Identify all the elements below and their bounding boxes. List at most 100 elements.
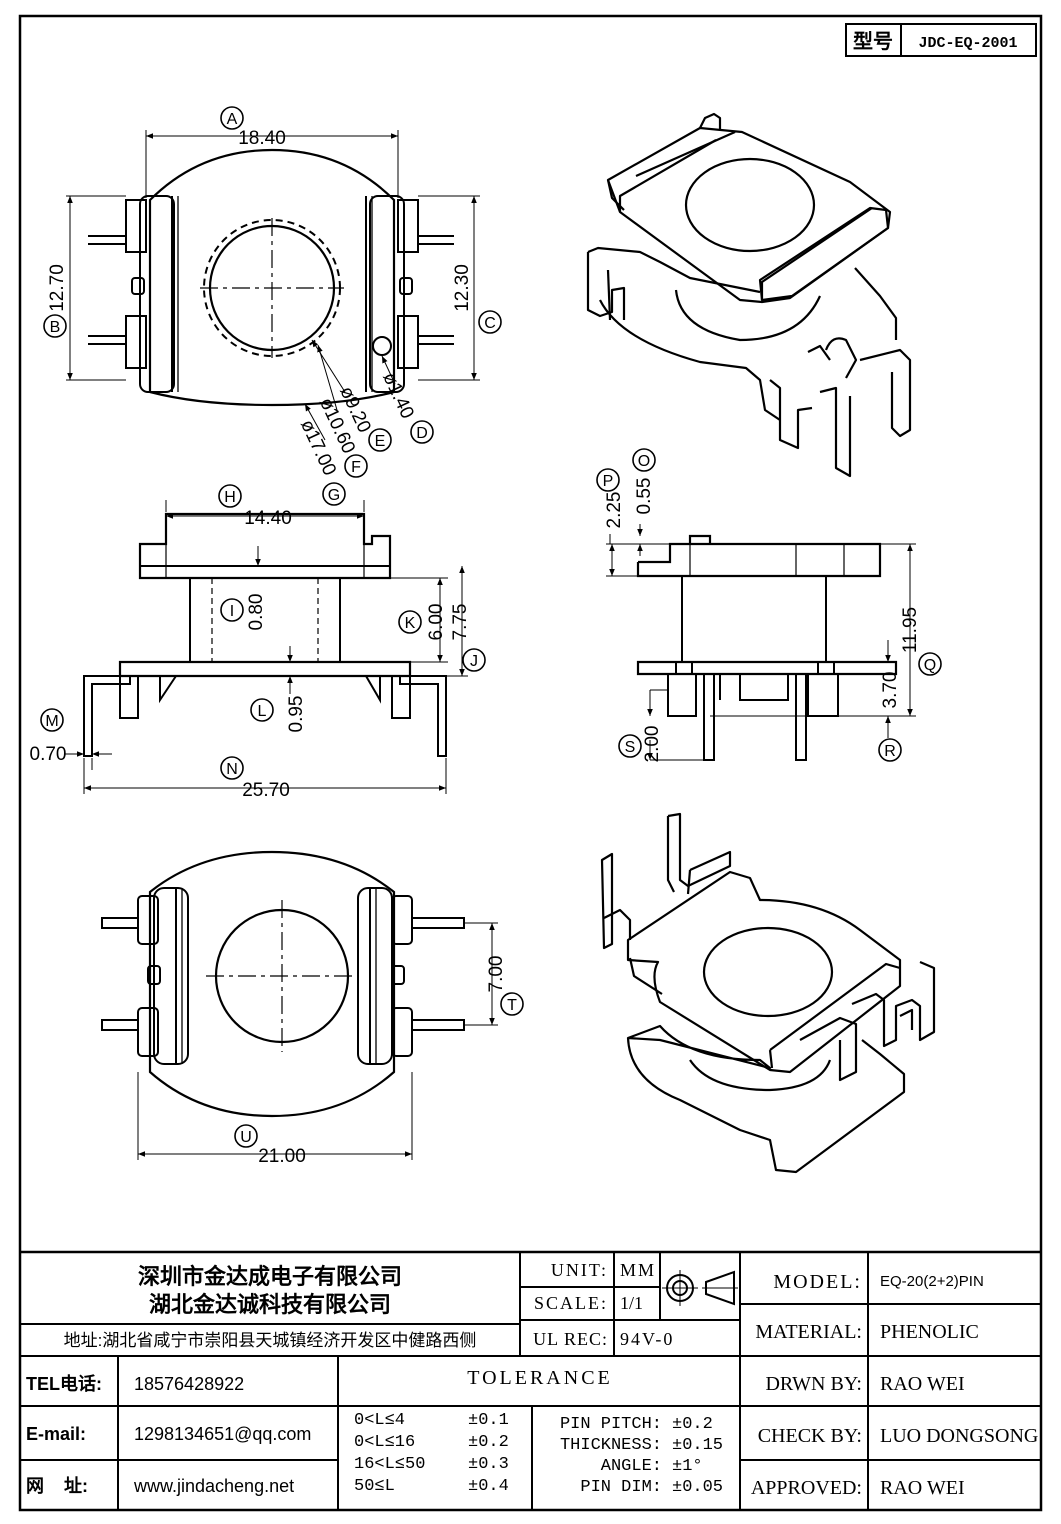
email-label: E-mail: (26, 1424, 86, 1444)
side-view-balloons: P O Q R S (596, 448, 942, 762)
dim-n-value: 25.70 (242, 780, 290, 801)
approved-value: RAO WEI (880, 1477, 965, 1499)
front-view-balloons: H I K J L M N (40, 484, 486, 780)
tolerance-range-value: ±0.2 (468, 1433, 509, 1452)
side-view (606, 524, 916, 761)
material-value: PHENOLIC (880, 1321, 979, 1343)
tel-value: 18576428922 (134, 1374, 244, 1394)
model-label: MODEL: (773, 1271, 862, 1293)
drawn-label: DRWN BY: (765, 1373, 862, 1395)
part-number-label: 型号 (853, 30, 893, 53)
tolerance-item-value: ±0.05 (672, 1478, 723, 1497)
side-view-labels: 2.25 0.55 11.95 3.70 2.00 (604, 478, 921, 763)
model-value: EQ-20(2+2)PIN (880, 1273, 984, 1290)
svg-text:R: R (884, 743, 896, 760)
drawn-value: RAO WEI (880, 1373, 965, 1395)
dim-a-value: 18.40 (238, 128, 286, 149)
top-view-balloons: A B C D E F G (43, 106, 502, 506)
part-number-box: 型号 JDC-EQ-2001 (845, 23, 1037, 57)
tolerance-item-label: PIN PITCH: (560, 1415, 662, 1434)
dim-i-value: 0.80 (246, 594, 267, 631)
bottom-view-balloons: T U (234, 992, 524, 1148)
tolerance-range-value: ±0.3 (468, 1455, 509, 1474)
tolerance-range: 0<L≤4 (354, 1411, 405, 1430)
approved-label: APPROVED: (751, 1477, 862, 1499)
tolerance-range: 16<L≤50 (354, 1455, 425, 1474)
part-number-value: JDC-EQ-2001 (918, 35, 1017, 52)
dim-q-value: 11.95 (900, 607, 921, 653)
svg-text:M: M (45, 713, 58, 730)
dim-s-value: 2.00 (642, 726, 663, 763)
dim-b-value: 12.70 (47, 264, 68, 312)
svg-text:D: D (416, 425, 428, 442)
title-block-text: 深圳市金达成电子有限公司 湖北金达诚科技有限公司 地址:湖北省咸宁市崇阳县天城镇… (26, 1260, 1038, 1499)
tel-label: TEL电话: (26, 1373, 102, 1394)
svg-text:H: H (224, 489, 236, 506)
svg-text:B: B (50, 319, 61, 336)
svg-text:G: G (328, 487, 340, 504)
tolerance-item-label: ANGLE: (601, 1457, 662, 1476)
svg-text:Q: Q (924, 657, 936, 674)
dim-d-value: ø1.40 (378, 369, 418, 422)
tolerance-item-label: PIN DIM: (580, 1478, 662, 1497)
tolerance-range-value: ±0.1 (468, 1411, 509, 1430)
dim-l-value: 0.95 (286, 696, 307, 733)
dim-c-value: 12.30 (452, 264, 473, 312)
svg-text:L: L (258, 703, 267, 720)
bottom-view-labels: 7.00 21.00 (258, 956, 507, 1167)
dim-m-value: 0.70 (30, 744, 67, 765)
unit-label: UNIT: (551, 1260, 608, 1280)
sheet-border (18, 14, 1043, 1512)
web-value: www.jindacheng.net (133, 1476, 294, 1496)
top-view-labels: 18.40 12.70 12.30 ø1.40 ø9.20 ø10.60 ø17… (47, 128, 473, 479)
bottom-view (101, 850, 498, 1160)
ulrec-value: 94V-0 (620, 1329, 674, 1349)
svg-text:U: U (240, 1129, 252, 1146)
scale-label: SCALE: (534, 1293, 608, 1313)
svg-text:S: S (625, 739, 636, 756)
unit-value: MM (620, 1260, 656, 1280)
front-view (64, 500, 468, 794)
tolerance-range-value: ±0.4 (468, 1477, 509, 1496)
tolerance-range: 50≤L (354, 1477, 395, 1496)
tolerance-title: TOLERANCE (467, 1367, 613, 1389)
svg-text:C: C (484, 315, 496, 332)
scale-value: 1/1 (620, 1293, 643, 1313)
svg-text:J: J (470, 653, 478, 670)
tolerance-item-value: ±0.15 (672, 1436, 723, 1455)
top-view (66, 130, 480, 441)
tolerance-range: 0<L≤16 (354, 1433, 415, 1452)
isometric-view-bottom (600, 812, 936, 1174)
svg-text:F: F (351, 459, 361, 476)
dim-o-value: 0.55 (634, 478, 655, 515)
web-label: 网 址: (26, 1476, 88, 1496)
front-view-labels: 14.40 0.80 6.00 7.75 0.95 0.70 25.70 (30, 508, 471, 801)
tolerance-item-value: ±1° (672, 1457, 703, 1476)
svg-text:T: T (507, 997, 517, 1014)
dim-u-value: 21.00 (258, 1146, 306, 1167)
check-value: LUO DONGSONG (880, 1425, 1038, 1447)
material-label: MATERIAL: (755, 1321, 862, 1343)
company-name-1: 深圳市金达成电子有限公司 (138, 1264, 402, 1289)
tolerance-item-label: THICKNESS: (560, 1436, 662, 1455)
company-address: 地址:湖北省咸宁市崇阳县天城镇经济开发区中健路西侧 (64, 1331, 477, 1350)
dim-h-value: 14.40 (244, 508, 292, 529)
company-name-2: 湖北金达诚科技有限公司 (149, 1292, 391, 1317)
tolerance-item-value: ±0.2 (672, 1415, 713, 1434)
dim-k-value: 6.00 (426, 604, 447, 641)
title-block (20, 1250, 1041, 1510)
svg-text:N: N (226, 761, 238, 778)
svg-text:O: O (638, 453, 650, 470)
svg-text:P: P (603, 473, 614, 490)
dim-t-value: 7.00 (486, 956, 507, 993)
isometric-view-top (586, 112, 912, 478)
svg-text:A: A (227, 111, 238, 128)
check-label: CHECK BY: (758, 1425, 862, 1447)
svg-text:K: K (405, 615, 416, 632)
ulrec-label: UL REC: (533, 1329, 608, 1349)
dim-p-value: 2.25 (604, 492, 625, 529)
email-value: 1298134651@qq.com (134, 1424, 311, 1444)
dim-r-value: 3.70 (880, 672, 901, 709)
svg-text:E: E (375, 433, 386, 450)
